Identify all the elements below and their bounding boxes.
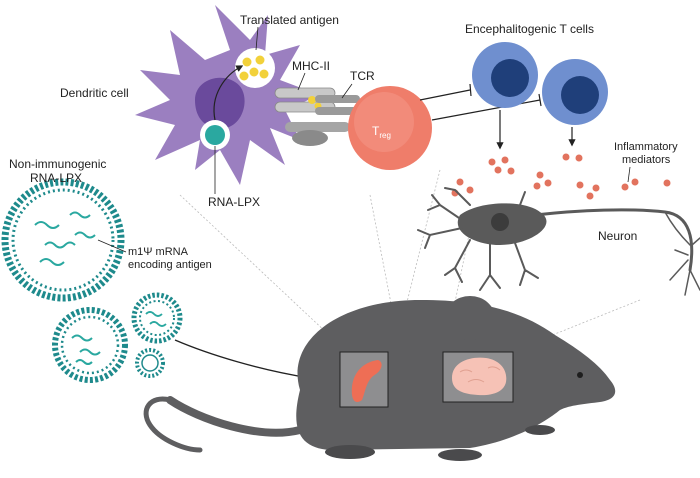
liposome-large — [1, 178, 125, 302]
label-rna-lpx: RNA-LPX — [208, 195, 260, 209]
label-inflammatory-1: Inflammatory — [614, 141, 678, 153]
label-tcr: TCR — [350, 69, 375, 83]
label-nonimmunogenic-1: Non-immunogenic — [9, 157, 106, 171]
label-neuron: Neuron — [598, 229, 637, 243]
leader-antigen — [255, 26, 259, 51]
neuron — [417, 187, 700, 296]
t-cell-2 — [542, 59, 608, 125]
label-inflammatory-2: mediators — [622, 154, 671, 166]
liposome-small — [131, 292, 183, 344]
label-nonimmunogenic-2: RNA-LPX — [30, 171, 82, 185]
treg-label: Treg — [372, 124, 391, 140]
label-mrna-1: m1Ψ mRNA — [128, 246, 189, 258]
tcell-arrows — [496, 110, 576, 150]
inflammatory-mediators — [451, 153, 671, 200]
leader-tcr — [341, 83, 353, 99]
brain-inset — [442, 351, 514, 403]
dendritic-cell — [135, 5, 320, 185]
spleen-inset — [339, 351, 389, 408]
rna-lpx-particle — [205, 125, 225, 145]
mhc-tcr-complex — [274, 87, 360, 146]
label-encephalitogenic: Encephalitogenic T cells — [465, 22, 594, 36]
inhibition-lines — [419, 83, 542, 121]
leader-mrna — [97, 239, 127, 253]
treg-cell — [348, 86, 432, 170]
label-translated-antigen: Translated antigen — [240, 13, 339, 27]
label-dendritic-cell: Dendritic cell — [60, 86, 129, 100]
leader-inflammatory — [627, 166, 631, 183]
leader-mhc — [297, 72, 306, 91]
injection-arrow — [174, 339, 312, 381]
liposome-medium — [52, 307, 128, 383]
liposome-tiny — [135, 348, 165, 378]
label-mhc-ii: MHC-II — [292, 59, 330, 73]
t-cell-1 — [472, 42, 538, 108]
label-mrna-2: encoding antigen — [128, 259, 212, 271]
